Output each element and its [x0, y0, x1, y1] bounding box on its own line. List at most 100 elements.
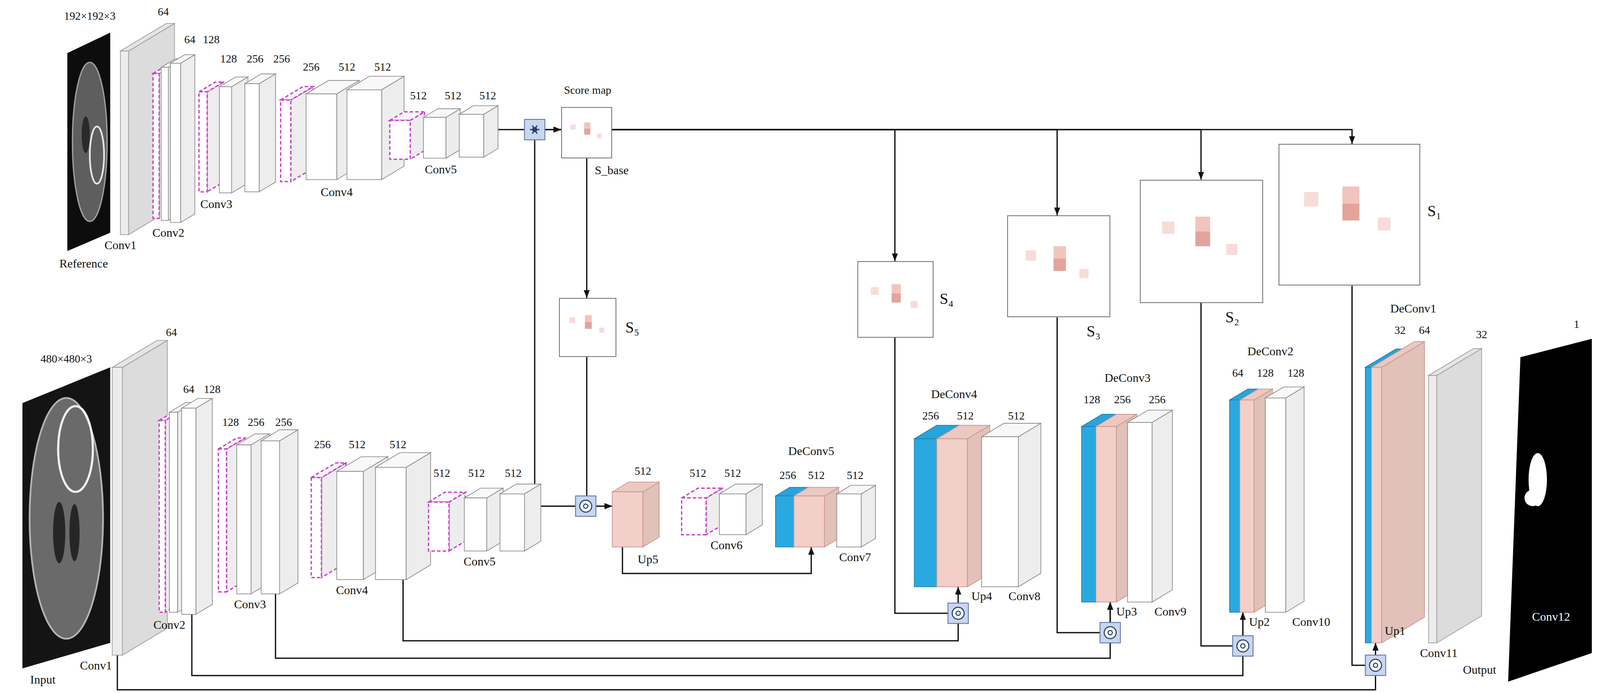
layer-block-front — [914, 438, 937, 587]
conv-layer-group: Conv2 — [153, 54, 196, 223]
score-peak — [1053, 246, 1066, 259]
fusion-operator — [1100, 622, 1121, 643]
layer-block-front — [1265, 398, 1286, 613]
data-flow-arrow — [275, 593, 1111, 658]
score-peak — [910, 300, 918, 308]
layer-block-top — [1127, 410, 1173, 423]
score-map: S₅ — [559, 297, 617, 357]
layer-name: Conv3 — [234, 597, 267, 612]
input-image: 480×480×3Input — [20, 365, 113, 672]
layer-blocks — [389, 105, 499, 160]
layer-block-front — [1428, 375, 1437, 643]
score-peak — [1342, 203, 1360, 221]
layer-block-front — [159, 420, 166, 613]
layer-name: S₅ — [625, 319, 640, 337]
conv-layer-group: Conv1 — [112, 340, 168, 655]
layer-block-side — [122, 340, 168, 655]
channel-count: 256 — [1114, 393, 1131, 407]
channel-count: 512 — [374, 61, 391, 74]
channel-count: 512 — [433, 467, 451, 480]
layer-block-top — [219, 77, 249, 87]
layer-block-front — [428, 502, 450, 551]
layer-name: Conv8 — [1008, 589, 1041, 604]
layer-block-side — [180, 54, 195, 223]
channel-count: 128 — [1083, 393, 1101, 407]
score-peak — [1025, 250, 1036, 261]
channel-count: 512 — [348, 438, 366, 452]
data-flow-arrow — [622, 547, 812, 574]
layer-block-front — [464, 497, 487, 551]
channel-count: 256 — [273, 53, 290, 66]
lesion-ring — [58, 406, 93, 492]
layer-block-front — [311, 477, 322, 578]
layer-name: Conv12 — [1531, 610, 1571, 624]
operator-box — [948, 603, 969, 624]
conv-layer-group: Conv3 — [218, 429, 298, 594]
layer-block-front — [218, 449, 227, 592]
layer-name: DeConv1 — [1390, 302, 1437, 316]
score-peak — [1079, 268, 1089, 279]
data-flow-arrow — [612, 129, 1202, 180]
layer-block-front — [170, 63, 181, 223]
conv-layer-group: Conv2 — [159, 398, 213, 615]
operator-mark — [1369, 659, 1382, 672]
fusion-operator — [1232, 635, 1254, 657]
layer-block-top — [423, 108, 461, 118]
channel-count: 512 — [1008, 410, 1025, 423]
layer-block-front — [347, 89, 382, 180]
layer-blocks — [775, 485, 876, 548]
fusion-operator — [948, 603, 969, 624]
score-peak — [1195, 216, 1211, 232]
layer-blocks — [1229, 386, 1305, 613]
layer-name: Conv11 — [1420, 646, 1458, 661]
channel-count: 512 — [389, 438, 407, 452]
channel-count: 512 — [634, 465, 652, 478]
upsample-block: Up5 — [612, 481, 660, 548]
operator-mark — [956, 611, 961, 616]
layer-block-top — [347, 76, 405, 90]
channel-count: 512 — [957, 410, 974, 423]
layer-name: Up1 — [1384, 624, 1406, 638]
layer-block-front — [199, 92, 208, 193]
layer-block-side — [128, 23, 175, 235]
channel-count: 256 — [303, 61, 320, 74]
ventricle — [69, 504, 80, 562]
layer-block-side — [1381, 341, 1425, 643]
layer-name: Conv2 — [152, 226, 185, 240]
layer-block-side — [861, 485, 876, 548]
layer-block-side — [1152, 410, 1173, 602]
channel-count: 32 — [1394, 324, 1406, 337]
layer-blocks — [153, 54, 196, 223]
layer-blocks — [1081, 410, 1173, 602]
conv-layer-group: Conv6 — [681, 484, 762, 535]
layer-block-front — [1095, 426, 1117, 602]
layer-block-side — [259, 74, 276, 193]
channel-count: 128 — [220, 53, 238, 66]
layer-name: Up4 — [971, 589, 993, 604]
layer-block-front — [1229, 400, 1241, 613]
data-flow-arrow — [191, 612, 1243, 676]
layer-name: Conv6 — [710, 538, 743, 553]
score-peak — [584, 321, 592, 329]
layer-blocks — [218, 429, 298, 594]
channel-count: 512 — [846, 469, 864, 482]
data-flow-arrow — [1201, 303, 1244, 646]
layer-block-front — [1365, 367, 1372, 643]
layer-block-top — [719, 484, 763, 494]
channel-count: 128 — [203, 383, 221, 396]
layer-blocks — [199, 74, 276, 194]
channel-count: 256 — [246, 53, 264, 66]
layer-name: Conv10 — [1292, 615, 1331, 629]
correlation-operator — [524, 119, 545, 140]
score-peak — [584, 315, 592, 322]
layer-name: Conv7 — [838, 550, 872, 565]
score-map: S₁ — [1278, 143, 1421, 286]
score-peak — [597, 133, 602, 139]
data-flow-arrow — [403, 579, 959, 641]
data-flow-arrow — [117, 642, 1376, 690]
layer-name: Conv4 — [336, 583, 369, 598]
layer-block-front — [261, 440, 280, 595]
conv-layer-group: Conv5 — [389, 105, 499, 160]
operator-box — [524, 119, 545, 140]
channel-count: 64 — [1232, 367, 1244, 380]
